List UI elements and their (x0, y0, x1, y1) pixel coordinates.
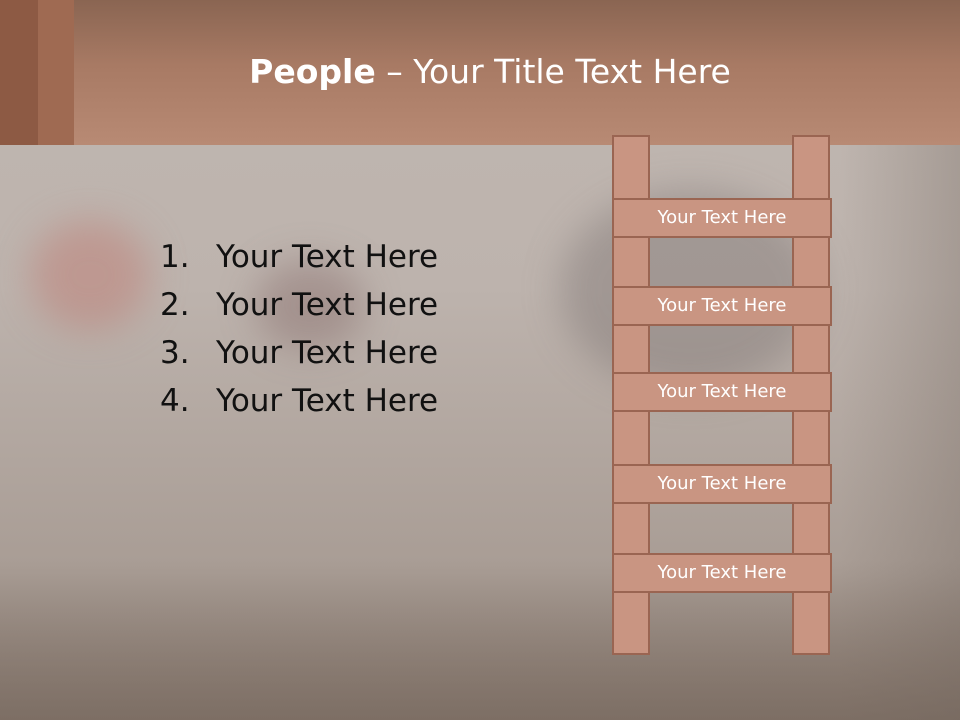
numbered-list[interactable]: 1. Your Text Here 2. Your Text Here 3. Your… (160, 233, 438, 425)
list-item: 4. Your Text Here (160, 377, 438, 425)
title-accent-strip-2 (38, 0, 74, 145)
ladder-rung-5[interactable]: Your Text Here (612, 553, 832, 593)
wine-glass-blur-2 (255, 260, 365, 350)
ladder-rung-3[interactable]: Your Text Here (612, 372, 832, 412)
list-number: 1. (160, 239, 190, 275)
title-bar (0, 0, 960, 145)
slide-title[interactable]: People – Your Title Text Here (0, 52, 960, 91)
ladder-rung-4[interactable]: Your Text Here (612, 464, 832, 504)
list-text: Your Text Here (216, 335, 439, 371)
list-item: 2. Your Text Here (160, 281, 438, 329)
ladder-rung-1[interactable]: Your Text Here (612, 198, 832, 238)
list-number: 3. (160, 335, 190, 371)
list-text: Your Text Here (216, 239, 439, 275)
title-rest: – Your Title Text Here (375, 52, 731, 91)
title-bold: People (249, 52, 376, 91)
list-number: 2. (160, 287, 190, 323)
wine-glass-blur (30, 220, 150, 330)
list-number: 4. (160, 383, 190, 419)
ladder-rung-2[interactable]: Your Text Here (612, 286, 832, 326)
list-text: Your Text Here (216, 383, 439, 419)
list-item: 3. Your Text Here (160, 329, 438, 377)
title-accent-strip (0, 0, 38, 145)
list-item: 1. Your Text Here (160, 233, 438, 281)
list-text: Your Text Here (216, 287, 439, 323)
